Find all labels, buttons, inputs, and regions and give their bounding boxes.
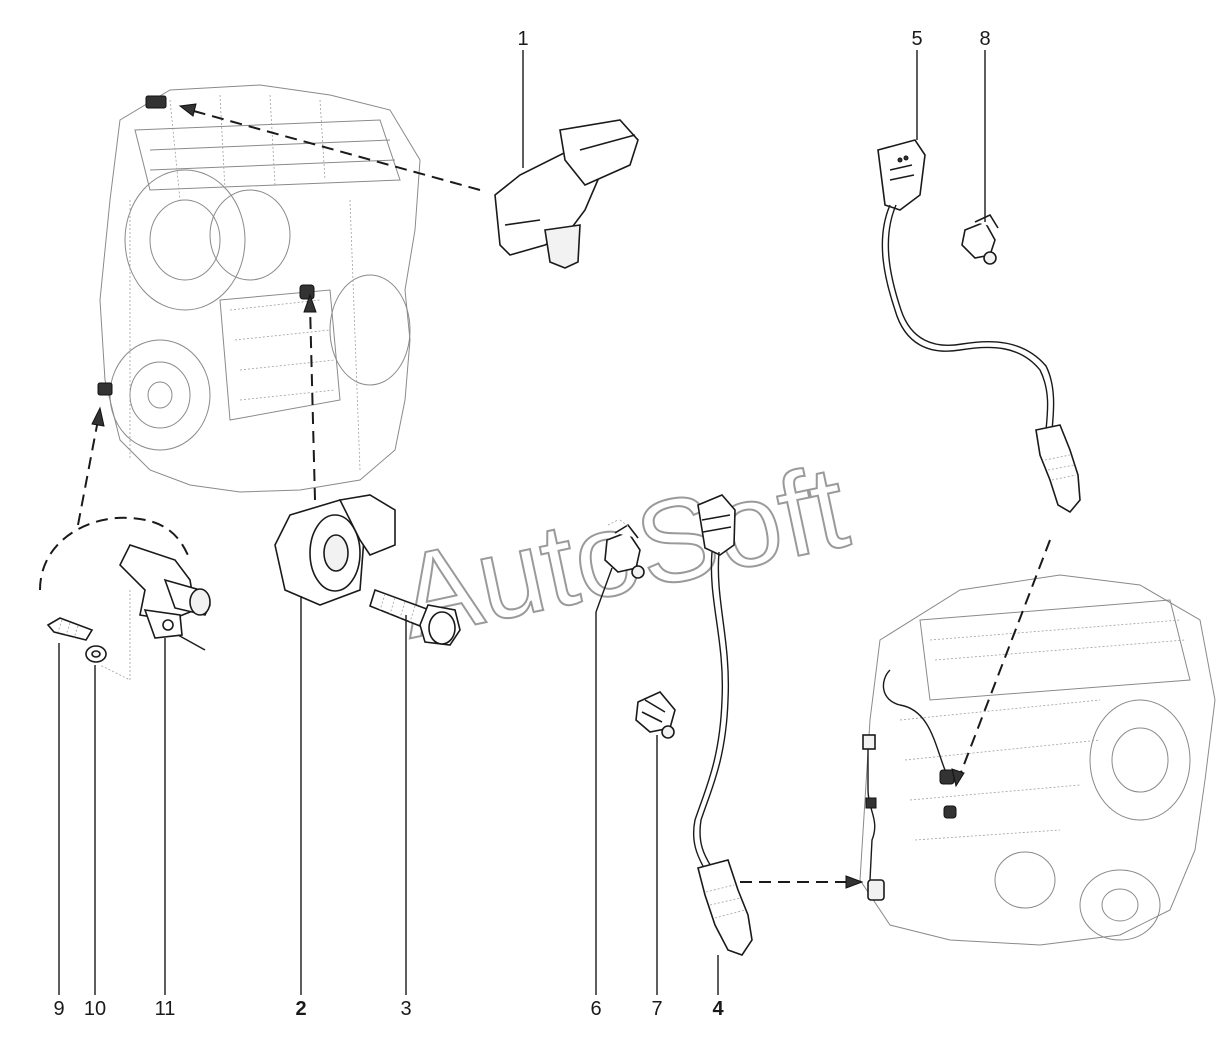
callout-6: 6 <box>590 998 601 1020</box>
callout-11: 11 <box>155 998 176 1020</box>
part-1-sensor <box>178 103 639 269</box>
callout-3: 3 <box>400 998 411 1020</box>
part-7-clip <box>635 691 676 739</box>
leader-lines <box>58 50 986 995</box>
callout-5: 5 <box>911 28 922 50</box>
callout-labels: 1 5 8 9 10 11 2 3 6 7 4 <box>53 28 990 1020</box>
part-3-bolt <box>369 588 461 646</box>
engine-right-illustration <box>859 574 1216 946</box>
callout-9: 9 <box>53 998 64 1020</box>
part-2-knock-sensor <box>274 293 396 606</box>
part-6-clip <box>604 519 645 579</box>
part-8-clip <box>961 213 999 265</box>
callout-4: 4 <box>712 998 724 1020</box>
part-11-sensor-assembly <box>39 406 211 681</box>
arrow-5-to-engine <box>951 539 1051 788</box>
engine-left-illustration <box>97 84 421 493</box>
callout-7: 7 <box>651 998 662 1020</box>
callout-1: 1 <box>517 28 528 50</box>
callout-2: 2 <box>295 998 306 1020</box>
part-5-oxygen-sensor <box>877 139 1081 514</box>
callout-8: 8 <box>979 28 990 50</box>
part-4-oxygen-sensor <box>693 494 864 956</box>
callout-10: 10 <box>84 998 106 1020</box>
